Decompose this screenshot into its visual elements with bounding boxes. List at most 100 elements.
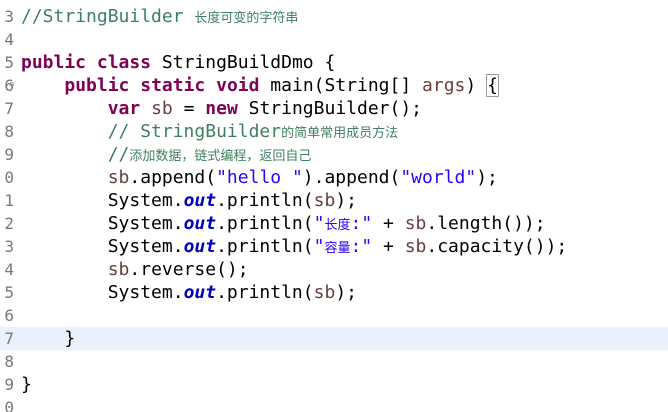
code-text: System.out.println(sb); (21, 189, 357, 212)
code-token: out (183, 236, 217, 257)
code-line[interactable]: 5 public class StringBuildDmo { (0, 51, 668, 74)
code-token: void (216, 75, 260, 96)
code-token: sb (107, 259, 130, 280)
code-token: System. (21, 282, 184, 303)
code-text: System.out.println("长度:" + sb.length()); (21, 212, 546, 235)
code-token: .capacity()); (426, 236, 568, 257)
code-token: 容量 (324, 241, 351, 256)
code-token: :" (350, 213, 373, 234)
code-line[interactable]: 7 } (0, 327, 668, 350)
code-line[interactable]: 8 (0, 350, 668, 373)
code-token: static (140, 75, 206, 96)
line-number: 3 (4, 7, 14, 26)
line-number: 2 (4, 214, 14, 233)
line-number: 5 (4, 283, 14, 302)
code-token: StringBuilder(); (237, 98, 423, 119)
code-text: var sb = new StringBuilder(); (21, 97, 422, 120)
code-token: // StringBuilder (107, 121, 282, 142)
code-line[interactable]: 5 System.out.println(sb); (0, 281, 668, 304)
code-line[interactable]: 8 // StringBuilder的简单常用成员方法 (0, 120, 668, 143)
line-number: 5 (4, 53, 14, 72)
line-number: 8 (4, 352, 14, 371)
line-number: 1 (4, 191, 14, 210)
code-line[interactable]: 9} (0, 373, 668, 396)
code-token: public (21, 52, 87, 73)
line-number: 7 (4, 329, 14, 348)
code-line[interactable]: 4 sb.reverse(); (0, 258, 668, 281)
code-line[interactable]: 9 //添加数据，链式编程，返回自己 (0, 143, 668, 166)
code-token: } (21, 374, 32, 395)
code-line[interactable]: 0 sb.append("hello ").append("world"); (0, 166, 668, 189)
code-token: sb (404, 236, 427, 257)
code-token (21, 98, 108, 119)
code-text: public class StringBuildDmo { (21, 51, 335, 74)
code-text: } (21, 373, 32, 396)
code-token (21, 144, 108, 165)
code-token: class (96, 52, 152, 73)
code-token: //StringBuilder (21, 6, 195, 27)
line-number: 9 (4, 375, 14, 394)
fold-collapse-icon[interactable]: ⊖ (9, 80, 15, 90)
code-line[interactable]: 3 System.out.println("容量:" + sb.capacity… (0, 235, 668, 258)
code-token: .reverse(); (129, 259, 249, 280)
code-line[interactable]: 6 (0, 304, 668, 327)
code-token: System. (21, 236, 184, 257)
code-line[interactable]: 0 (0, 396, 668, 412)
code-token (21, 75, 64, 96)
code-token: " (313, 236, 325, 257)
code-token (21, 121, 108, 142)
code-token: out (183, 190, 217, 211)
line-number: 9 (4, 145, 14, 164)
line-number: 4 (4, 30, 14, 49)
code-token (21, 259, 108, 280)
code-token: sb (404, 213, 427, 234)
code-text: // StringBuilder的简单常用成员方法 (21, 120, 398, 143)
code-token: "hello " (216, 167, 303, 188)
code-token: StringBuildDmo { (151, 52, 336, 73)
line-number: 6 (4, 306, 14, 325)
code-text: System.out.println(sb); (21, 281, 357, 304)
code-token: sb (107, 167, 130, 188)
code-token: + (372, 236, 405, 257)
line-number: 8 (4, 122, 14, 141)
code-line[interactable]: 2 System.out.println("长度:" + sb.length()… (0, 212, 668, 235)
matching-brace: { (486, 74, 499, 97)
code-token (205, 75, 216, 96)
line-number: 3 (4, 237, 14, 256)
code-token: 添加数据，链式编程，返回自己 (129, 149, 312, 164)
code-token: main(String[] (259, 75, 423, 96)
code-token: .println( (216, 190, 314, 211)
code-text: System.out.println("容量:" + sb.capacity()… (21, 235, 568, 258)
code-token: sb (313, 190, 336, 211)
code-token: new (205, 98, 238, 119)
code-token: .println( (216, 236, 314, 257)
code-token: 长度可变的字符串 (194, 11, 299, 26)
code-line[interactable]: 4 (0, 28, 668, 51)
code-token: = (172, 98, 206, 119)
code-token: " (313, 213, 325, 234)
code-line[interactable]: 1 System.out.println(sb); (0, 189, 668, 212)
code-token: ); (476, 167, 498, 188)
code-token: public (64, 75, 130, 96)
code-token: "world" (400, 167, 477, 188)
line-number: 0 (4, 398, 14, 412)
line-number: 6 (4, 76, 14, 95)
code-token (129, 75, 140, 96)
code-line[interactable]: 7 var sb = new StringBuilder(); (0, 97, 668, 120)
code-text: sb.append("hello ").append("world"); (21, 166, 498, 189)
code-token: sb (151, 98, 173, 119)
code-token: args (422, 75, 466, 96)
code-text: } (21, 327, 75, 350)
code-token: + (372, 213, 405, 234)
code-token: out (183, 282, 217, 303)
code-line[interactable]: 6⊖ public static void main(String[] args… (0, 74, 668, 97)
code-token: .length()); (426, 213, 546, 234)
code-token: ) (465, 75, 488, 96)
code-token: 长度 (324, 218, 351, 233)
code-line[interactable]: 3 //StringBuilder 长度可变的字符串 (0, 5, 668, 28)
code-token: } (21, 328, 76, 349)
line-number: 4 (4, 260, 14, 279)
code-text: sb.reverse(); (21, 258, 249, 281)
code-text: //添加数据，链式编程，返回自己 (21, 143, 312, 166)
